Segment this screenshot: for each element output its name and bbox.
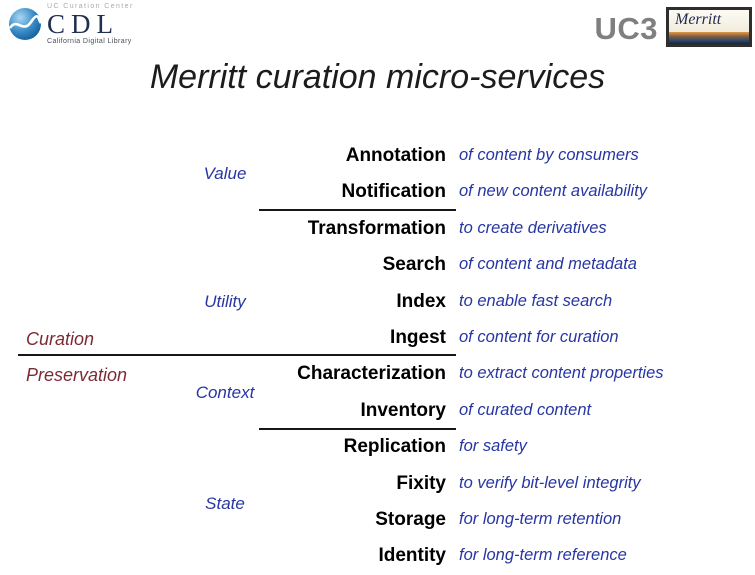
service-description: of content for curation (459, 328, 619, 346)
service-name: Fixity (396, 473, 446, 494)
service-name: Transformation (307, 218, 446, 239)
category-label-preservation: Preservation (26, 365, 128, 385)
group-label-context: Context (195, 383, 255, 402)
service-description: of content and metadata (459, 255, 637, 273)
group-label-utility: Utility (204, 292, 246, 311)
service-description: to enable fast search (459, 292, 613, 310)
merritt-logo: Merritt (666, 7, 752, 47)
service-name: Ingest (390, 327, 446, 348)
divider-value-utility (259, 209, 456, 211)
service-description: of new content availability (459, 182, 648, 200)
service-description: of curated content (459, 401, 592, 419)
merritt-logo-image-strip (669, 32, 749, 44)
divider-curation-preservation (18, 354, 456, 356)
cdl-logo: UC Curation Center CDL California Digita… (8, 3, 134, 45)
service-description: for long-term reference (459, 546, 627, 564)
cdl-text-block: UC Curation Center CDL California Digita… (47, 3, 134, 45)
group-label-state: State (205, 494, 245, 513)
service-description: of content by consumers (459, 146, 639, 164)
service-name: Index (396, 291, 446, 312)
service-name: Storage (375, 509, 446, 530)
group-label-value: Value (203, 164, 247, 183)
cdl-center-label: UC Curation Center (47, 3, 134, 10)
slide-title: Merritt curation micro-services (149, 58, 606, 96)
service-description: for safety (459, 437, 527, 455)
service-name: Search (382, 254, 446, 275)
service-name: Notification (341, 181, 447, 202)
cdl-globe-icon (8, 7, 43, 41)
cdl-wordmark: CDL (47, 9, 119, 39)
uc3-wordmark: UC3 (594, 11, 658, 46)
service-name: Identity (378, 545, 446, 566)
service-name: Inventory (360, 400, 446, 421)
category-label-curation: Curation (26, 329, 95, 349)
service-description: for long-term retention (459, 510, 622, 528)
service-name: Replication (343, 436, 446, 457)
service-description: to extract content properties (459, 364, 664, 382)
divider-context-state (259, 428, 456, 430)
service-description: to verify bit-level integrity (459, 474, 641, 492)
service-name: Characterization (297, 363, 446, 384)
service-name: Annotation (345, 145, 446, 166)
cdl-library-label: California Digital Library (47, 38, 132, 45)
service-description: to create derivatives (459, 219, 607, 237)
merritt-logo-text: Merritt (675, 11, 722, 28)
